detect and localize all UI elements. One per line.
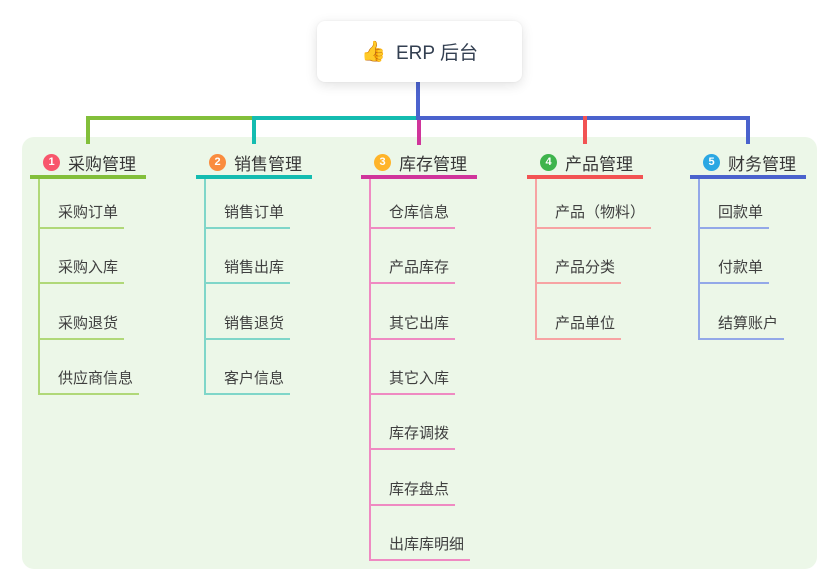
child-node[interactable]: 销售退货	[204, 313, 291, 340]
connector-finance-drop	[746, 116, 750, 144]
branch-title-purchase[interactable]: 1 采购管理	[43, 150, 136, 174]
child-node[interactable]: 采购订单	[38, 202, 125, 229]
branch-label: 销售管理	[234, 154, 302, 174]
branch-vline-sales	[204, 179, 206, 395]
badge-3: 3	[374, 153, 391, 171]
child-node[interactable]: 产品（物料）	[535, 202, 652, 229]
branch-underline-sales	[196, 175, 312, 179]
branch-vline-purchase	[38, 179, 40, 395]
branch-title-finance[interactable]: 5 财务管理	[703, 150, 796, 174]
child-node[interactable]: 结算账户	[698, 313, 785, 340]
child-node[interactable]: 产品单位	[535, 313, 622, 340]
root-title: ERP 后台	[395, 43, 478, 64]
connector-root-vertical	[416, 82, 420, 120]
child-node[interactable]: 其它入库	[369, 368, 456, 395]
branch-title-product[interactable]: 4 产品管理	[540, 150, 633, 174]
child-node[interactable]: 库存盘点	[369, 479, 456, 506]
branch-vline-inventory	[369, 179, 371, 561]
child-node[interactable]: 回款单	[698, 202, 770, 229]
child-node[interactable]: 销售订单	[204, 202, 291, 229]
branch-underline-product	[527, 175, 643, 179]
child-node[interactable]: 产品库存	[369, 257, 456, 284]
connector-sales-drop	[252, 116, 256, 144]
badge-1: 1	[43, 153, 60, 171]
child-node[interactable]: 库存调拨	[369, 423, 456, 450]
badge-4: 4	[540, 153, 557, 171]
branch-label: 财务管理	[728, 154, 796, 174]
child-node[interactable]: 产品分类	[535, 257, 622, 284]
root-node[interactable]: 👍 ERP 后台	[317, 21, 522, 82]
branch-label: 采购管理	[68, 154, 136, 174]
branch-title-inventory[interactable]: 3 库存管理	[374, 150, 467, 174]
child-node[interactable]: 采购入库	[38, 257, 125, 284]
connector-inventory-drop	[417, 116, 421, 145]
branch-underline-finance	[690, 175, 806, 179]
child-node[interactable]: 供应商信息	[38, 368, 140, 395]
branch-vline-finance	[698, 179, 700, 340]
branch-label: 产品管理	[565, 154, 633, 174]
branch-underline-inventory	[361, 175, 477, 179]
branch-underline-purchase	[30, 175, 146, 179]
branch-vline-product	[535, 179, 537, 340]
connector-product-drop	[583, 116, 587, 144]
child-node[interactable]: 客户信息	[204, 368, 291, 395]
thumbs-up-icon: 👍	[361, 41, 386, 63]
branch-label: 库存管理	[399, 154, 467, 174]
child-node[interactable]: 仓库信息	[369, 202, 456, 229]
child-node[interactable]: 出库库明细	[369, 534, 471, 561]
child-node[interactable]: 销售出库	[204, 257, 291, 284]
badge-2: 2	[209, 153, 226, 171]
child-node[interactable]: 采购退货	[38, 313, 125, 340]
branch-title-sales[interactable]: 2 销售管理	[209, 150, 302, 174]
child-node[interactable]: 付款单	[698, 257, 770, 284]
connector-purchase-drop	[86, 116, 90, 144]
badge-5: 5	[703, 153, 720, 171]
child-node[interactable]: 其它出库	[369, 313, 456, 340]
branches-panel	[22, 137, 817, 569]
connector-sales-horizontal	[252, 116, 420, 120]
